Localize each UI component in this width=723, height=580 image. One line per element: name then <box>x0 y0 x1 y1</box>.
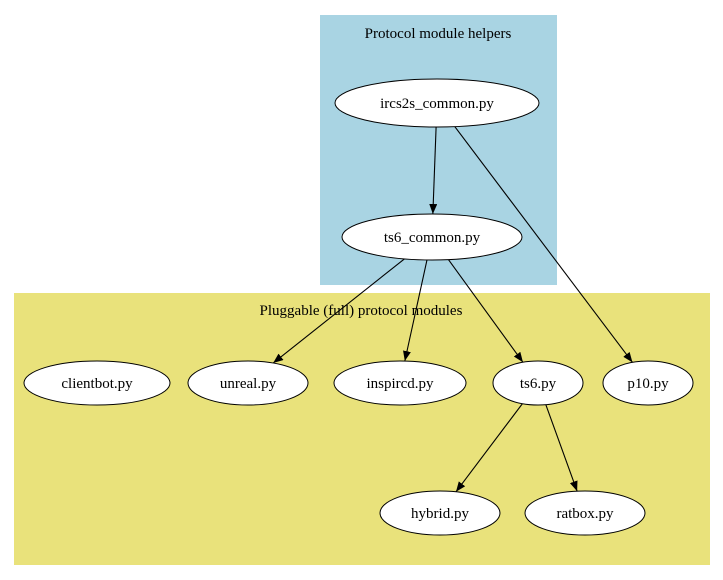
edge-ircs2s_common-to-p10 <box>454 126 633 363</box>
node-ellipse-ratbox <box>524 490 646 536</box>
node-clientbot: clientbot.py <box>23 360 171 406</box>
edge-ts6-to-ratbox <box>545 404 578 492</box>
node-label-ts6: ts6.py <box>520 376 557 392</box>
node-label-ircs2s_common: ircs2s_common.py <box>380 96 494 112</box>
node-ellipse-ts6 <box>492 360 584 406</box>
cluster-label-helpers: Protocol module helpers <box>365 26 512 42</box>
edge-ts6_common-to-ts6 <box>447 259 524 363</box>
edge-ircs2s_common-to-ts6_common <box>429 126 438 215</box>
node-label-clientbot: clientbot.py <box>61 376 133 392</box>
edge-ts6_common-to-inspircd <box>403 259 428 362</box>
node-ellipse-unreal <box>187 360 309 406</box>
node-label-ts6_common: ts6_common.py <box>384 230 481 246</box>
node-inspircd: inspircd.py <box>333 360 467 406</box>
edge-ts6-to-hybrid <box>455 403 523 493</box>
node-label-hybrid: hybrid.py <box>411 506 469 522</box>
node-ellipse-ircs2s_common <box>334 78 540 128</box>
node-ellipse-hybrid <box>379 490 501 536</box>
node-label-unreal: unreal.py <box>220 376 277 392</box>
node-ellipse-ts6_common <box>341 213 523 261</box>
node-hybrid: hybrid.py <box>379 490 501 536</box>
node-ellipse-inspircd <box>333 360 467 406</box>
node-unreal: unreal.py <box>187 360 309 406</box>
node-p10: p10.py <box>602 360 694 406</box>
node-ts6_common: ts6_common.py <box>341 213 523 261</box>
node-ellipse-clientbot <box>23 360 171 406</box>
node-ellipse-p10 <box>602 360 694 406</box>
node-ircs2s_common: ircs2s_common.py <box>334 78 540 128</box>
node-ratbox: ratbox.py <box>524 490 646 536</box>
node-label-p10: p10.py <box>627 376 669 392</box>
node-label-inspircd: inspircd.py <box>366 376 434 392</box>
node-label-ratbox: ratbox.py <box>556 506 614 522</box>
cluster-label-pluggable: Pluggable (full) protocol modules <box>260 303 463 319</box>
node-ts6: ts6.py <box>492 360 584 406</box>
edge-ts6_common-to-unreal <box>272 258 405 364</box>
